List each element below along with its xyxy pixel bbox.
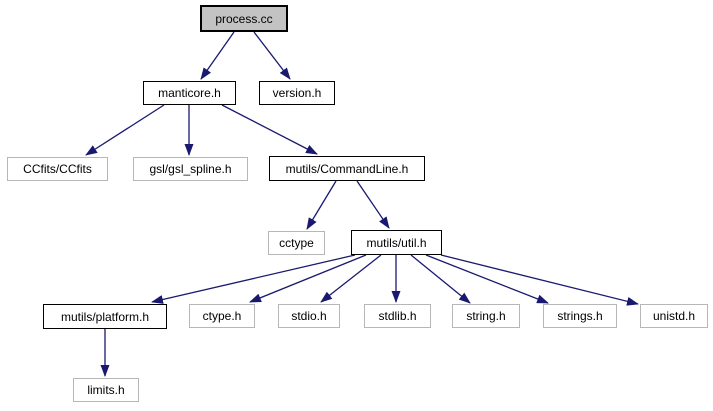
node-version-h[interactable]: version.h bbox=[259, 81, 335, 105]
edge-manticore-h-to-ccfits-ccfits bbox=[85, 104, 165, 156]
node-strings-h: strings.h bbox=[543, 304, 617, 328]
node-label: mutils/CommandLine.h bbox=[285, 161, 409, 176]
node-label: CCfits/CCfits bbox=[23, 162, 92, 176]
node-label: gsl/gsl_spline.h bbox=[149, 162, 232, 176]
edge-mutils-commandline-h-to-mutils-util-h bbox=[356, 180, 390, 229]
node-label: stdio.h bbox=[291, 309, 327, 323]
edge-mutils-util-h-to-stdio-h bbox=[320, 254, 382, 303]
node-manticore-h[interactable]: manticore.h bbox=[143, 81, 236, 105]
node-limits-h: limits.h bbox=[73, 378, 139, 402]
node-label: mutils/platform.h bbox=[60, 309, 150, 324]
node-label: limits.h bbox=[87, 383, 125, 397]
node-mutils-commandline-h[interactable]: mutils/CommandLine.h bbox=[269, 156, 425, 181]
node-label: mutils/util.h bbox=[366, 235, 427, 250]
edge-mutils-commandline-h-to-cctype bbox=[306, 180, 337, 230]
edge-process-cc-to-manticore-h bbox=[200, 31, 235, 80]
node-label: cctype bbox=[279, 236, 314, 250]
edge-mutils-util-h-to-string-h bbox=[410, 254, 471, 304]
edge-mutils-util-h-to-strings-h bbox=[425, 254, 549, 304]
node-cctype: cctype bbox=[268, 231, 325, 255]
node-label: manticore.h bbox=[158, 86, 221, 100]
node-label: version.h bbox=[272, 86, 322, 100]
node-stdlib-h: stdlib.h bbox=[364, 304, 431, 328]
node-mutils-util-h[interactable]: mutils/util.h bbox=[351, 230, 442, 255]
edge-mutils-util-h-to-ctype-h bbox=[249, 254, 367, 303]
node-label: string.h bbox=[466, 309, 506, 323]
node-stdio-h: stdio.h bbox=[278, 304, 340, 328]
node-label: strings.h bbox=[557, 309, 603, 323]
edge-process-cc-to-version-h bbox=[253, 31, 291, 80]
node-process-cc: process.cc bbox=[200, 5, 288, 32]
edge-mutils-util-h-to-mutils-platform-h bbox=[151, 254, 356, 304]
node-label: ctype.h bbox=[202, 309, 242, 323]
node-ccfits-ccfits: CCfits/CCfits bbox=[7, 157, 108, 181]
node-label: unistd.h bbox=[652, 309, 696, 323]
node-string-h: string.h bbox=[452, 304, 520, 328]
node-mutils-platform-h[interactable]: mutils/platform.h bbox=[43, 304, 167, 329]
edge-manticore-h-to-mutils-commandline-h bbox=[221, 104, 318, 155]
node-label: process.cc bbox=[215, 11, 273, 26]
node-label: stdlib.h bbox=[378, 309, 417, 323]
edge-mutils-util-h-to-unistd-h bbox=[440, 254, 639, 306]
node-ctype-h: ctype.h bbox=[189, 304, 255, 328]
node-unistd-h: unistd.h bbox=[640, 304, 708, 328]
node-gsl-gsl-spline-h: gsl/gsl_spline.h bbox=[133, 157, 248, 181]
